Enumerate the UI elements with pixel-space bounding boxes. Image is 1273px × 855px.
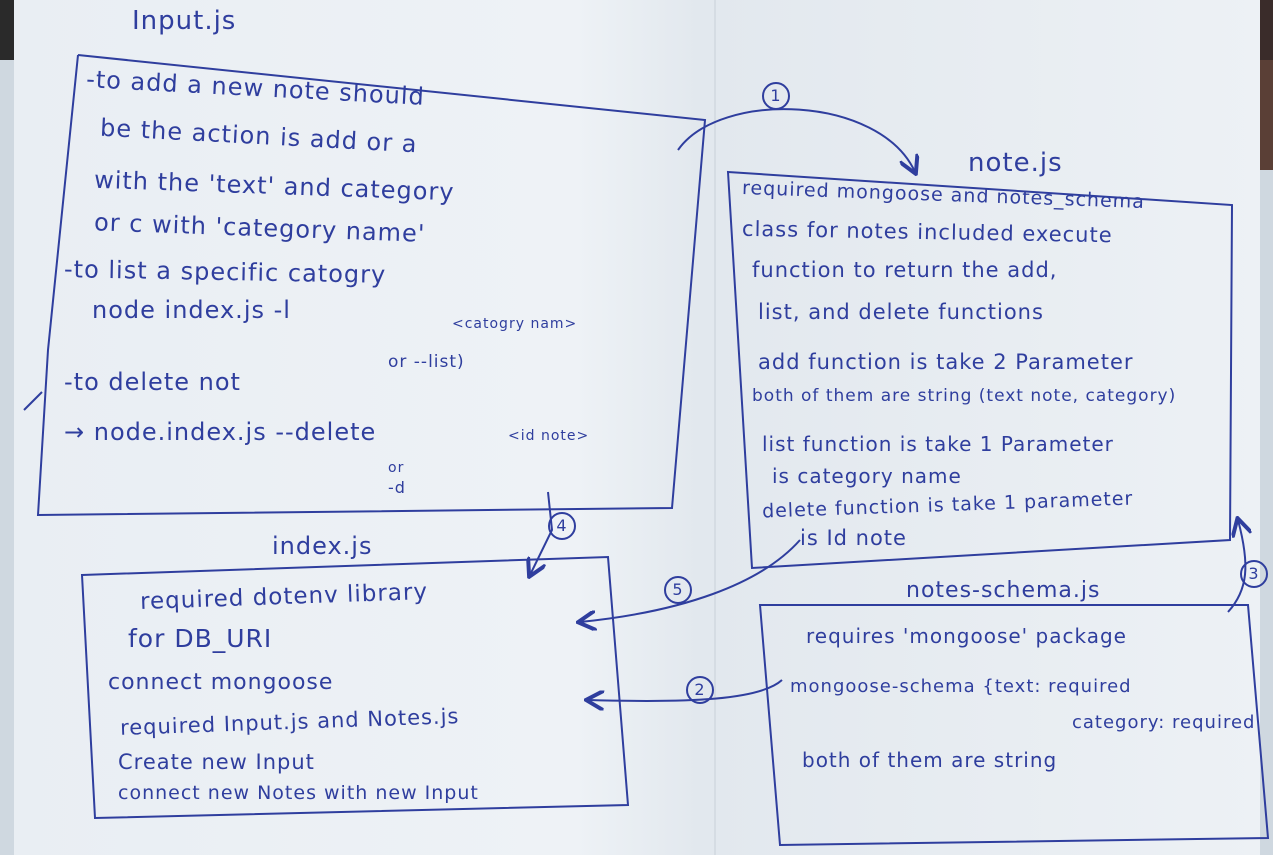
schema-box-line: category: required	[1072, 712, 1256, 733]
input-box-outline	[36, 54, 707, 517]
note-box-line: function to return the add,	[752, 258, 1058, 282]
schema-box-line: mongoose-schema {text: required	[790, 676, 1132, 697]
step-marker-5: 5	[664, 576, 692, 604]
paper-fold	[714, 0, 716, 855]
index-box-line: Create new Input	[118, 750, 315, 774]
note-box-line: list function is take 1 Parameter	[762, 432, 1114, 456]
input-box-line: <id note>	[508, 428, 590, 444]
input-box-line: -to delete not	[64, 368, 241, 396]
arrow-schema-to-index	[588, 679, 783, 701]
step-marker-3: 3	[1240, 560, 1268, 588]
index-box-line: connect new Notes with new Input	[118, 782, 479, 804]
input-box-line: -to list a specific catogry	[63, 255, 387, 289]
step-marker-4: 4	[548, 512, 576, 540]
schema-box-title: notes-schema.js	[906, 578, 1101, 603]
arrow-input-to-note	[677, 108, 915, 172]
note-box-outline	[726, 170, 1234, 570]
note-box-line: is Id note	[800, 526, 907, 550]
step-marker-1: 1	[762, 82, 790, 110]
arrow-input-to-index	[530, 491, 554, 575]
index-box-line: connect mongoose	[108, 670, 334, 695]
note-box-line: add function is take 2 Parameter	[758, 350, 1134, 374]
tick-mark	[23, 391, 43, 411]
note-box-line: is category name	[772, 464, 962, 488]
schema-box-line: requires 'mongoose' package	[806, 624, 1127, 648]
arrow-note-to-index	[580, 539, 801, 622]
note-box-line: list, and delete functions	[758, 300, 1044, 324]
input-box-line: or --list)	[388, 352, 465, 372]
step-marker-2: 2	[686, 676, 714, 704]
input-box-line: or	[388, 460, 405, 476]
index-box-line: for DB_URI	[128, 624, 273, 653]
schema-box-outline	[758, 604, 1270, 847]
input-box-title: Input.js	[132, 6, 237, 36]
input-box-line: <catogry nam>	[452, 316, 578, 332]
paper-sheet	[14, 0, 1260, 855]
input-box-line: -d	[388, 478, 406, 497]
input-box-line: → node.index.js --delete	[64, 418, 377, 446]
schema-box-line: both of them are string	[802, 748, 1058, 772]
index-box-outline	[80, 555, 630, 820]
input-box-line: node index.js -l	[92, 296, 291, 324]
index-box-title: index.js	[272, 532, 373, 560]
note-box-line: both of them are string (text note, cate…	[752, 386, 1177, 406]
note-box-title: note.js	[968, 148, 1063, 178]
